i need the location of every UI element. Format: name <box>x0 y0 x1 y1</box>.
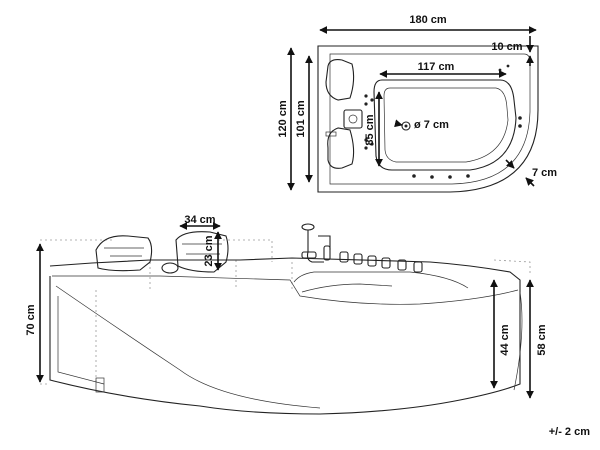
label-drain-7: ø 7 cm <box>414 119 449 131</box>
front-view-faucets <box>323 245 423 273</box>
front-view-rim <box>49 257 521 292</box>
front-view-base <box>95 377 105 393</box>
front-view: 34 cm 23 cm 70 cm 44 cm 58 cm <box>25 214 548 415</box>
front-view-guide-lines <box>40 239 531 385</box>
front-view-headrest-right <box>175 231 229 273</box>
top-view-outer-shell <box>317 45 539 193</box>
label-height-44: 44 cm <box>499 324 511 355</box>
top-view-faucet <box>348 114 358 124</box>
label-headrest-width-34: 34 cm <box>184 214 215 226</box>
label-depth-120: 120 cm <box>277 100 289 138</box>
top-view-headrest-lower <box>327 127 355 169</box>
top-view: 180 cm 10 cm 117 cm 120 cm 101 cm 85 cm … <box>277 14 557 193</box>
label-inner-length-117: 117 cm <box>418 61 455 73</box>
label-height-58: 58 cm <box>536 324 548 355</box>
front-view-headrest-left <box>95 235 153 272</box>
front-view-shower <box>301 223 331 263</box>
label-headrest-height-23: 23 cm <box>203 235 215 266</box>
front-view-apron-curve <box>55 285 321 409</box>
top-view-inner-rim <box>329 53 531 185</box>
label-inner-depth-85: 85 cm <box>364 114 376 145</box>
front-view-control-knob <box>161 262 179 274</box>
label-height-70: 70 cm <box>25 304 37 335</box>
front-view-tub-interior <box>293 271 469 289</box>
label-width-180: 180 cm <box>409 14 447 26</box>
top-view-basin <box>373 79 517 171</box>
label-depth-101: 101 cm <box>295 100 307 138</box>
top-view-control-panel <box>343 109 363 129</box>
front-view-rim-lower-edge <box>52 275 519 305</box>
tolerance-note: +/- 2 cm <box>549 426 590 438</box>
top-view-basin-inner-edge <box>383 87 509 163</box>
label-corner-7: 7 cm <box>532 167 557 179</box>
top-view-jets <box>364 64 522 179</box>
label-rim-10: 10 cm <box>491 41 522 53</box>
top-view-side-jet <box>325 131 337 137</box>
top-view-headrest-upper <box>325 59 355 101</box>
front-view-apron <box>49 276 521 415</box>
